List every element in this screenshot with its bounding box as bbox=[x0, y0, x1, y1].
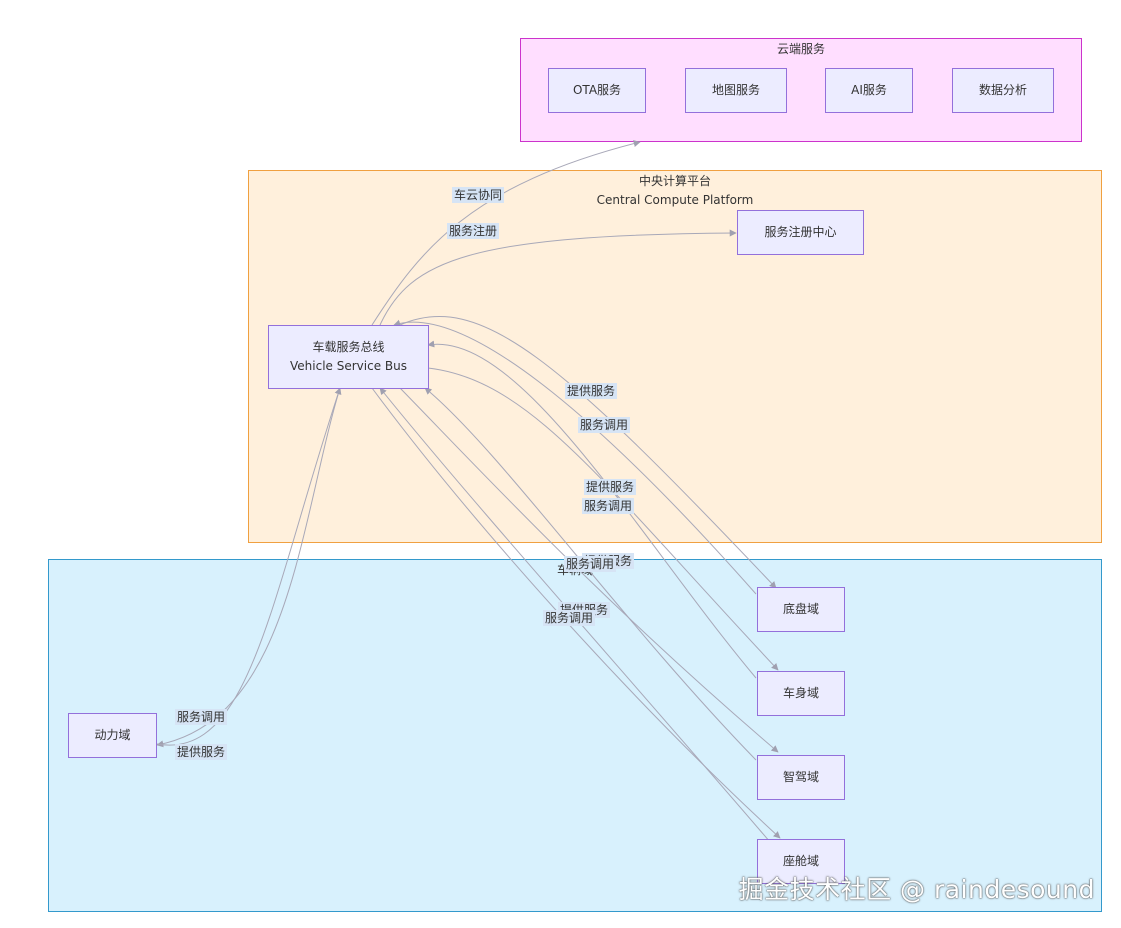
edge-chassis-call bbox=[399, 316, 777, 589]
edge-label-chassis-provide: 提供服务 bbox=[565, 383, 618, 399]
map-service-label: 地图服务 bbox=[711, 83, 760, 97]
powertrain-domain-node: 动力域 bbox=[68, 713, 157, 758]
watermark-text: 掘金技术社区 @ raindesound bbox=[738, 875, 1095, 904]
edge-label-cockpit-call: 服务调用 bbox=[543, 610, 596, 626]
map-service-node: 地图服务 bbox=[685, 68, 787, 113]
edge-adas-provide bbox=[424, 387, 757, 761]
central-cluster-title-2: Central Compute Platform bbox=[596, 193, 754, 207]
edge-cockpit-provide bbox=[379, 387, 771, 843]
edge-bus-registry bbox=[379, 229, 737, 326]
chassis-domain-node: 底盘域 bbox=[757, 587, 845, 632]
cockpit-domain-node: 座舱域 bbox=[757, 839, 845, 884]
chassis-label: 底盘域 bbox=[782, 602, 819, 616]
data-analysis-label: 数据分析 bbox=[978, 83, 1027, 97]
edge-label-register: 服务注册 bbox=[447, 223, 500, 239]
ota-service-node: OTA服务 bbox=[548, 68, 646, 113]
edge-label-power-call: 服务调用 bbox=[175, 709, 228, 725]
service-registry-label: 服务注册中心 bbox=[764, 225, 837, 239]
bus-label-line2: Vehicle Service Bus bbox=[290, 359, 407, 373]
ai-service-node: AI服务 bbox=[825, 68, 913, 113]
central-cluster-title-1: 中央计算平台 bbox=[638, 174, 711, 188]
body-label: 车身域 bbox=[782, 686, 819, 700]
edge-bus-cloud bbox=[371, 140, 641, 326]
edge-adas-call bbox=[399, 387, 779, 753]
edge-label-cloud-sync: 车云协同 bbox=[452, 187, 505, 203]
vehicle-service-bus-node: 车载服务总线 Vehicle Service Bus bbox=[268, 325, 429, 389]
bus-label-line1: 车载服务总线 bbox=[312, 340, 385, 354]
adas-domain-node: 智驾域 bbox=[757, 755, 845, 800]
edge-body-call bbox=[427, 367, 779, 671]
edge-power-call bbox=[156, 387, 341, 748]
ota-service-label: OTA服务 bbox=[572, 83, 622, 97]
adas-label: 智驾域 bbox=[782, 770, 819, 784]
ai-service-label: AI服务 bbox=[851, 83, 887, 97]
service-registry-node: 服务注册中心 bbox=[737, 210, 864, 255]
body-domain-node: 车身域 bbox=[757, 671, 845, 716]
edge-label-body-call: 服务调用 bbox=[582, 498, 635, 514]
edge-power-provide bbox=[156, 387, 342, 746]
edge-body-provide bbox=[427, 340, 757, 679]
edge-chassis-provide bbox=[393, 319, 757, 595]
cloud-cluster-title: 云端服务 bbox=[776, 42, 825, 56]
edge-label-power-provide: 提供服务 bbox=[175, 744, 228, 760]
edge-label-chassis-call: 服务调用 bbox=[578, 417, 631, 433]
data-analysis-node: 数据分析 bbox=[952, 68, 1054, 113]
cockpit-label: 座舱域 bbox=[782, 854, 819, 868]
edge-label-body-provide: 提供服务 bbox=[584, 479, 637, 495]
powertrain-label: 动力域 bbox=[94, 728, 131, 742]
edge-label-adas-call: 服务调用 bbox=[564, 556, 617, 572]
